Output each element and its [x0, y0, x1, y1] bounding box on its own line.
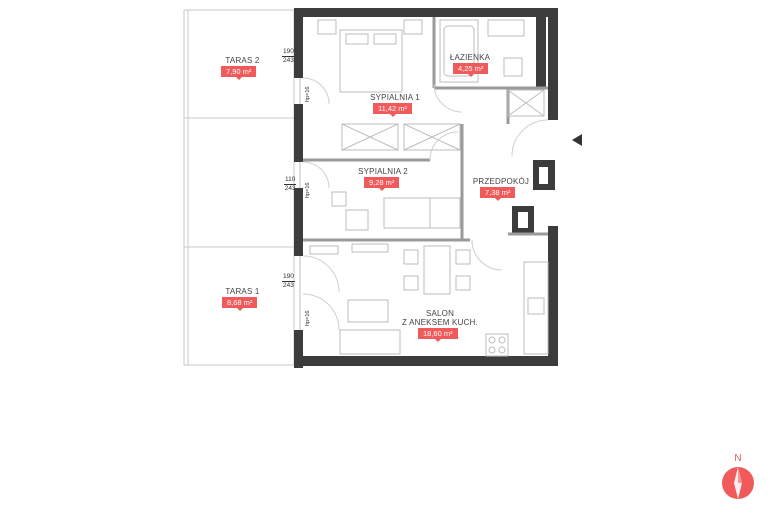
furniture	[309, 19, 549, 357]
window-dimension-3: 190 243	[282, 273, 295, 290]
window-sill-2: hp=16	[305, 182, 311, 198]
room-name-lazienka: ŁAZIENKA	[449, 53, 491, 62]
area-badge-salon: 18,60 m²	[418, 328, 458, 342]
window-dimension-2: 110 243	[284, 176, 297, 193]
room-name-taras-1: TARAS 1	[225, 287, 260, 296]
window-height-2: 243	[284, 185, 296, 192]
entrance-arrow-icon	[572, 134, 582, 146]
room-name-przedpokoj: PRZEDPOKÓJ	[472, 177, 530, 186]
window-height-3: 243	[283, 282, 294, 289]
window-sill-3: hp=16	[305, 310, 311, 326]
wall-voids	[518, 167, 548, 228]
area-badge-taras-1: 8,68 m²	[222, 297, 258, 311]
room-name-salon-sub: Z ANEKSEM KUCH.	[402, 318, 478, 327]
window-height-1: 243	[283, 57, 294, 64]
room-name-taras-2: TARAS 2	[225, 56, 260, 65]
area-badge-lazienka: 4,25 m²	[453, 63, 489, 77]
area-badge-taras-2: 7,90 m²	[221, 66, 257, 80]
window-sill-1: hp=16	[305, 86, 311, 102]
room-name-salon: SALON	[425, 309, 455, 318]
area-badge-sypialnia-1: 11,42 m²	[373, 103, 413, 117]
doors	[302, 77, 549, 331]
terrace-area	[183, 9, 295, 366]
compass-icon: N	[722, 451, 762, 501]
window-width-3: 190	[282, 273, 295, 282]
window-dimension-1: 190 243	[282, 48, 295, 65]
window-width-1: 190	[282, 48, 295, 57]
compass-north-label: N	[734, 453, 741, 464]
area-badge-przedpokoj: 7,38 m²	[480, 187, 516, 201]
exterior-walls	[294, 8, 558, 368]
room-name-sypialnia-1: SYPIALNIA 1	[370, 93, 420, 102]
window-width-2: 110	[284, 176, 297, 185]
area-badge-sypialnia-2: 9,28 m²	[364, 177, 400, 191]
room-name-sypialnia-2: SYPIALNIA 2	[358, 167, 408, 176]
